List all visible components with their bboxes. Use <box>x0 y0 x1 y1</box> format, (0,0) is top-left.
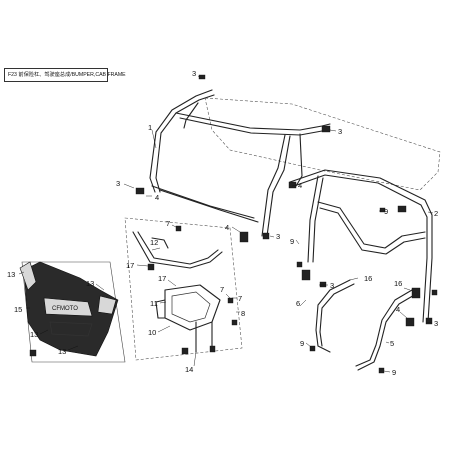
callout-2: 2 <box>434 209 438 218</box>
callout-17b: 17 <box>158 274 166 283</box>
callout-8: 8 <box>241 309 245 318</box>
callout-3f: 3 <box>434 319 438 328</box>
callout-3e: 3 <box>330 281 334 290</box>
callout-17a: 17 <box>126 261 134 270</box>
callout-3a: 3 <box>192 69 196 78</box>
callout-4c: 4 <box>225 223 229 232</box>
bracket-box <box>124 217 243 361</box>
callout-13b: 13 <box>86 279 94 288</box>
callout-13d: 13 <box>58 347 66 356</box>
screws-14 <box>195 321 213 353</box>
callout-13c: 13 <box>30 330 38 339</box>
callout-3b: 3 <box>338 127 342 136</box>
callout-1: 1 <box>148 123 152 132</box>
callout-7b: 7 <box>220 285 224 294</box>
callout-10: 10 <box>148 328 156 337</box>
cab-frame-front <box>149 89 331 237</box>
callout-9b: 9 <box>384 207 388 216</box>
upper-bracket <box>132 231 223 269</box>
brace-5 <box>355 289 413 367</box>
callout-4b: 4 <box>298 181 302 190</box>
callout-5: 5 <box>390 339 394 348</box>
callout-4d: 4 <box>396 305 400 314</box>
callout-15: 15 <box>14 305 22 314</box>
callout-7c: 7 <box>238 294 242 303</box>
roof-outline <box>204 97 441 191</box>
callout-9d: 9 <box>392 368 396 377</box>
callout-16a: 16 <box>364 274 372 283</box>
callouts: 1 2 3 3 3 3 3 3 4 4 4 4 5 <box>7 69 438 377</box>
callout-3c: 3 <box>116 179 120 188</box>
callout-9c: 9 <box>300 339 304 348</box>
callout-11: 11 <box>150 299 158 308</box>
callout-6: 6 <box>296 299 300 308</box>
callout-14: 14 <box>185 365 193 374</box>
callout-4a: 4 <box>155 193 159 202</box>
callout-13a: 13 <box>7 270 15 279</box>
lower-bracket <box>155 284 221 331</box>
callout-9a: 9 <box>290 237 294 246</box>
callout-12: 12 <box>150 238 158 247</box>
brace-6 <box>315 279 351 353</box>
callout-3d: 3 <box>276 232 280 241</box>
diagram-title: F23 前保险杠、驾驶座总成/BUMPER,CAB FRAME <box>4 68 126 82</box>
callout-16b: 16 <box>394 279 402 288</box>
front-bumper: CFMOTO <box>19 261 119 357</box>
callout-7a: 7 <box>166 219 170 228</box>
bumper-frame <box>21 261 126 363</box>
cab-frame-rear <box>289 169 433 323</box>
bumper-logo: CFMOTO <box>52 306 78 312</box>
